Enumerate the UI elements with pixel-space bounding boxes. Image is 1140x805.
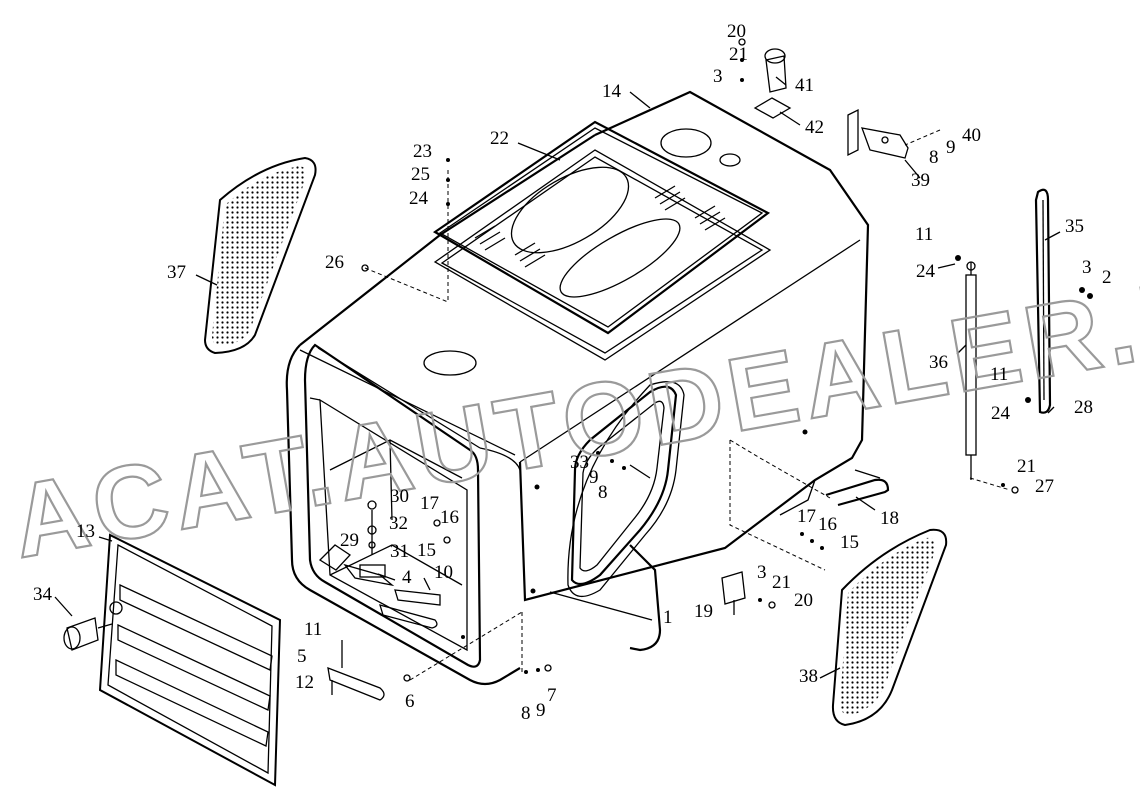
callout-41: 41	[795, 75, 814, 96]
roof-hatch-plate	[432, 120, 772, 361]
callout-24: 24	[409, 188, 429, 209]
callout-23: 23	[413, 141, 432, 162]
door-lock	[63, 617, 113, 651]
callout-35: 35	[1065, 216, 1084, 237]
roof-light	[753, 48, 792, 119]
leader-lines	[54, 76, 1061, 679]
left-mesh-panel	[203, 156, 317, 355]
callout-25: 25	[411, 164, 430, 185]
callout-2: 2	[1102, 267, 1112, 288]
callout-32: 32	[389, 513, 408, 534]
callout-34: 34	[33, 584, 53, 605]
callout-3: 3	[1082, 257, 1092, 278]
callout-39: 39	[911, 170, 930, 191]
callout-20: 20	[794, 590, 813, 611]
front-grille	[98, 533, 282, 787]
callout-labels: 1 2 3 3 3 4 5 6 7 8 8 8 9 9 9 10 11 11 1…	[33, 21, 1112, 724]
callout-31: 31	[390, 541, 409, 562]
callout-27: 27	[1035, 476, 1054, 497]
callout-30: 30	[390, 486, 409, 507]
callout-13: 13	[76, 521, 95, 542]
callout-33: 33	[570, 452, 589, 473]
callout-37: 37	[167, 262, 186, 283]
callout-16: 16	[440, 507, 459, 528]
fasteners	[361, 38, 1093, 682]
callout-3: 3	[713, 66, 723, 87]
callout-24: 24	[991, 403, 1011, 424]
callout-1: 1	[663, 607, 673, 628]
callout-15: 15	[417, 540, 436, 561]
callout-21: 21	[729, 44, 748, 65]
handle-rail	[629, 544, 662, 652]
door-handle	[825, 469, 890, 507]
callout-6: 6	[405, 691, 415, 712]
callout-5: 5	[297, 646, 307, 667]
callout-29: 29	[340, 530, 359, 551]
right-mesh-panel	[831, 528, 948, 727]
callout-18: 18	[880, 508, 899, 529]
callout-22: 22	[490, 128, 509, 149]
callout-12: 12	[295, 672, 314, 693]
callout-36: 36	[929, 352, 948, 373]
callout-14: 14	[602, 81, 622, 102]
callout-38: 38	[799, 666, 818, 687]
callout-28: 28	[1074, 397, 1093, 418]
callout-17: 17	[420, 493, 439, 514]
callout-9: 9	[536, 700, 546, 721]
callout-26: 26	[325, 252, 344, 273]
assembly-lines	[364, 129, 1011, 681]
callout-8: 8	[929, 147, 939, 168]
callout-11: 11	[915, 224, 933, 245]
callout-17: 17	[797, 506, 816, 527]
callout-15: 15	[840, 532, 859, 553]
callout-8: 8	[598, 482, 608, 503]
callout-11: 11	[990, 364, 1008, 385]
door-seal-strip	[1034, 188, 1052, 414]
callout-42: 42	[805, 117, 824, 138]
callout-20: 20	[727, 21, 746, 42]
cab-body	[285, 90, 870, 686]
callout-24: 24	[916, 261, 936, 282]
callout-21: 21	[1017, 456, 1036, 477]
callout-10: 10	[434, 562, 453, 583]
callout-3: 3	[757, 562, 767, 583]
callout-21: 21	[772, 572, 791, 593]
bracket	[721, 571, 746, 615]
callout-40: 40	[962, 125, 981, 146]
interior-latch	[318, 510, 441, 629]
callout-4: 4	[402, 567, 412, 588]
callout-7: 7	[547, 685, 557, 706]
callout-9: 9	[589, 467, 599, 488]
callout-11: 11	[304, 619, 322, 640]
callout-8: 8	[521, 703, 531, 724]
hinge	[847, 108, 909, 159]
latch-bar	[327, 640, 385, 701]
callout-19: 19	[694, 601, 713, 622]
gas-strut	[965, 261, 977, 480]
callout-16: 16	[818, 514, 837, 535]
callout-9: 9	[946, 137, 956, 158]
